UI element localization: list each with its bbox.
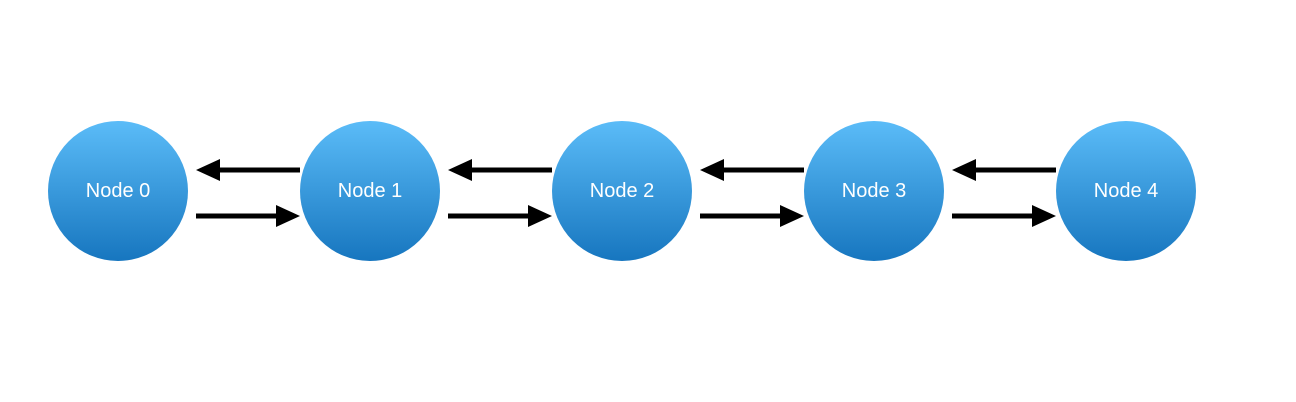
edge-arrow-0-to-1 (196, 205, 300, 227)
arrowhead-icon (952, 159, 976, 181)
edges-layer (196, 159, 1056, 227)
edge-arrow-1-to-2 (448, 205, 552, 227)
arrowhead-icon (196, 159, 220, 181)
node-label: Node 4 (1094, 180, 1159, 202)
arrowhead-icon (276, 205, 300, 227)
arrowhead-icon (528, 205, 552, 227)
edge-arrow-2-to-1 (448, 159, 552, 181)
node-3: Node 3 (804, 121, 944, 261)
node-circle (300, 121, 440, 261)
edge-arrow-1-to-0 (196, 159, 300, 181)
node-1: Node 1 (300, 121, 440, 261)
arrowhead-icon (780, 205, 804, 227)
node-circle (804, 121, 944, 261)
node-label: Node 0 (86, 180, 151, 202)
arrowhead-icon (700, 159, 724, 181)
node-label: Node 3 (842, 180, 907, 202)
nodes-layer: Node 0 Node 1 Node 2 Node 3 Node 4 (48, 121, 1196, 261)
edge-arrow-3-to-2 (700, 159, 804, 181)
node-circle (1056, 121, 1196, 261)
edge-arrow-2-to-3 (700, 205, 804, 227)
node-circle (552, 121, 692, 261)
arrowhead-icon (1032, 205, 1056, 227)
node-0: Node 0 (48, 121, 188, 261)
arrowhead-icon (448, 159, 472, 181)
node-circle (48, 121, 188, 261)
node-4: Node 4 (1056, 121, 1196, 261)
edge-arrow-3-to-4 (952, 205, 1056, 227)
node-label: Node 1 (338, 180, 403, 202)
edge-arrow-4-to-3 (952, 159, 1056, 181)
node-2: Node 2 (552, 121, 692, 261)
node-label: Node 2 (590, 180, 655, 202)
